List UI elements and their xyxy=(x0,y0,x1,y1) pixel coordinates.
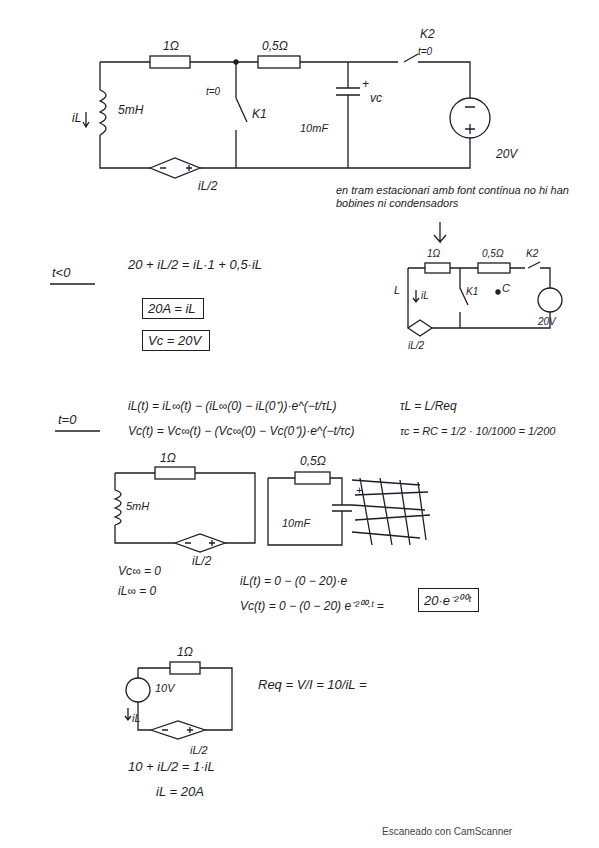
equation: τL = L/Req xyxy=(400,400,457,414)
result-text: 20A = iL xyxy=(148,301,198,316)
polarity-sign: + xyxy=(362,78,369,92)
element-label: L xyxy=(394,284,400,297)
boxed-result: Vc = 20V xyxy=(142,330,210,351)
arrow xyxy=(434,222,446,242)
capacitor-label: 10mF xyxy=(300,122,328,135)
case-label: t<0 xyxy=(52,266,70,281)
source-label: 10V xyxy=(155,682,175,695)
dependent-source-label: iL/2 xyxy=(192,555,211,569)
equation: Req = V/I = 10/iL = xyxy=(258,678,367,693)
voltage-label: vc xyxy=(370,92,382,106)
current-arrow xyxy=(83,112,89,127)
polarity-sign: + xyxy=(356,484,362,497)
switch-label: K2 xyxy=(420,28,435,42)
boxed-result: 20A = iL xyxy=(142,298,204,319)
equation: Vc(t) = Vc∞(t) − (Vc∞(0) − Vc(0⁺))·e^(−t… xyxy=(128,425,355,439)
switch-label: K2 xyxy=(526,248,538,260)
switch-time: t=0 xyxy=(418,46,432,58)
inductor-label: 5mH xyxy=(126,500,149,513)
current-arrow xyxy=(125,708,131,720)
result-text: 20·e⁻²⁰⁰ᵗ xyxy=(424,591,473,609)
case-label: t=0 xyxy=(58,413,76,428)
equation: Vc∞ = 0 xyxy=(118,565,161,579)
note: en tram estacionari amb font contínua no… xyxy=(336,184,591,209)
source-label: 20V xyxy=(538,316,556,328)
node-dot xyxy=(496,290,500,294)
equation: 20 + iL/2 = iL·1 + 0,5·iL xyxy=(128,258,262,273)
resistor-label: 1Ω xyxy=(177,646,193,660)
wire xyxy=(100,54,470,168)
scribble-hatching xyxy=(352,478,430,545)
capacitor-label: 10mF xyxy=(282,517,310,530)
resistor-symbol xyxy=(295,472,330,484)
voltage-source xyxy=(126,678,150,702)
resistor-label: 0,5Ω xyxy=(482,248,504,260)
resistor-label: 1Ω xyxy=(427,248,440,260)
capacitor-symbol xyxy=(336,62,360,168)
resistor-symbol xyxy=(155,467,195,479)
source-signs xyxy=(160,165,192,171)
current-label: iL xyxy=(421,290,429,302)
dependent-source xyxy=(408,320,432,336)
resistor-symbol xyxy=(258,56,300,68)
resistor-label: 1Ω xyxy=(163,40,179,54)
voltage-source xyxy=(450,98,490,138)
switch-label: K1 xyxy=(252,108,267,122)
result-text: Vc = 20V xyxy=(148,333,204,348)
resistor-symbol xyxy=(150,56,190,68)
inductor-label: 5mH xyxy=(118,104,143,118)
wire xyxy=(138,668,232,730)
switch-time: t=0 xyxy=(206,86,220,98)
dependent-source-label: iL/2 xyxy=(198,180,217,194)
dependent-source xyxy=(150,158,200,178)
source-signs xyxy=(465,107,475,134)
switch-symbol xyxy=(236,62,247,168)
resistor-label: 1Ω xyxy=(160,452,176,466)
dependent-source-label: iL/2 xyxy=(408,340,424,352)
inductor-symbol xyxy=(115,490,121,525)
wire xyxy=(268,478,352,545)
switch-label: K1 xyxy=(466,286,478,298)
equation: iL(t) = 0 − (0 − 20)·e xyxy=(240,575,347,589)
equation: iL = 20A xyxy=(156,785,204,800)
dependent-source-label: iL/2 xyxy=(190,744,208,757)
current-label: iL xyxy=(132,712,141,725)
current-arrow xyxy=(413,290,419,302)
source-signs xyxy=(162,727,193,733)
source-label: 20V xyxy=(496,148,517,162)
element-label: C xyxy=(502,282,510,295)
switch-symbol xyxy=(460,268,468,328)
footer: Escaneado con CamScanner xyxy=(382,826,512,838)
resistor-symbol xyxy=(478,263,510,273)
equation: Vc(t) = 0 − (0 − 20) e⁻²⁰⁰·ᵗ = xyxy=(240,600,384,614)
resistor-label: 0,5Ω xyxy=(262,40,288,54)
voltage-source xyxy=(538,288,562,312)
resistor-label: 0,5Ω xyxy=(300,455,326,469)
dependent-source xyxy=(151,721,205,739)
wire xyxy=(408,262,550,328)
source-signs xyxy=(185,540,215,546)
equation: iL(t) = iL∞(t) − (iL∞(0) − iL(0⁺))·e^(−t… xyxy=(128,400,337,414)
resistor-symbol xyxy=(425,263,450,273)
equation: 10 + iL/2 = 1·iL xyxy=(128,760,215,775)
equation: iL∞ = 0 xyxy=(118,585,156,599)
current-label: iL xyxy=(72,112,81,126)
wire xyxy=(115,473,255,543)
dependent-source xyxy=(175,534,225,552)
underline xyxy=(50,283,95,284)
underline xyxy=(55,430,100,431)
resistor-symbol xyxy=(170,662,200,674)
inductor-symbol xyxy=(100,90,106,135)
equation: τc = RC = 1/2 · 10/1000 = 1/200 xyxy=(400,425,555,438)
boxed-result: 20·e⁻²⁰⁰ᵗ xyxy=(418,588,479,612)
